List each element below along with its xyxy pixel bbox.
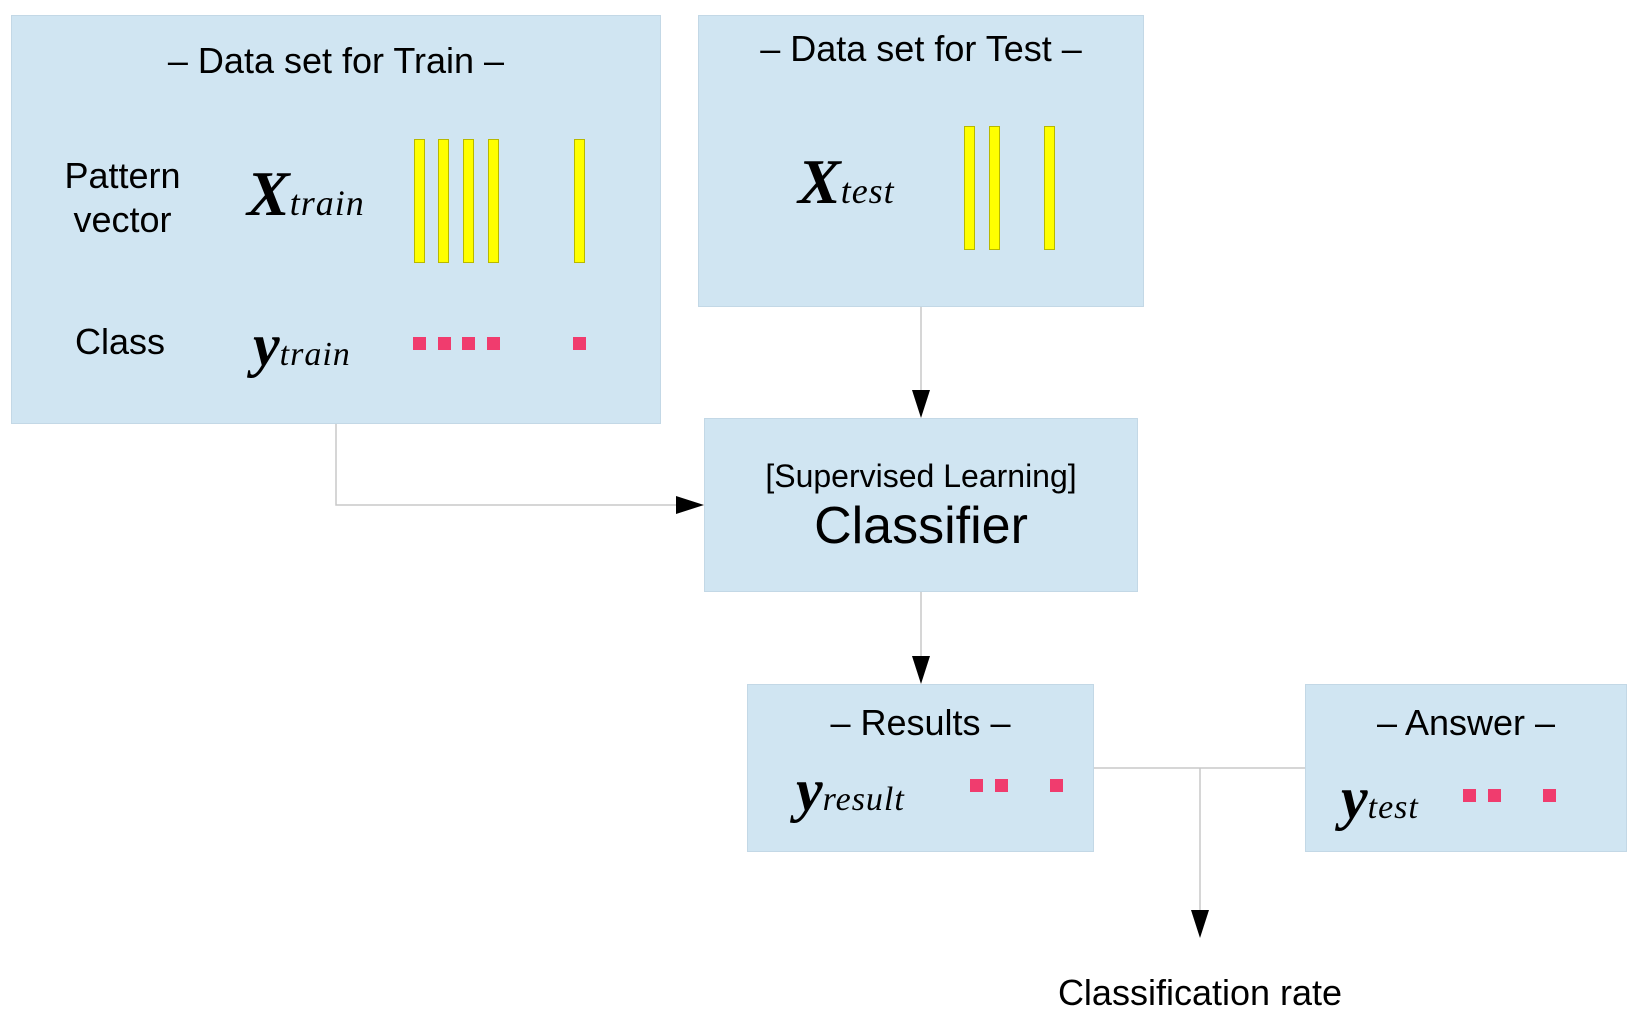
test-dataset-title: – Data set for Test – [760, 28, 1082, 69]
y-test-subscript: test [1367, 789, 1419, 826]
results-box [747, 684, 1094, 852]
train-pattern-bar [414, 139, 425, 263]
x-train-subscript: train [289, 183, 365, 223]
y-result-symbol: yresult [796, 760, 905, 820]
train-dataset-box [11, 15, 661, 424]
answer-class-marker [1488, 789, 1501, 802]
test-to-classifier-arrowhead [912, 390, 930, 418]
classifier-subtitle: [Supervised Learning] [765, 458, 1077, 494]
train-pattern-bar [488, 139, 499, 263]
y-result-subscript: result [822, 781, 905, 818]
classifier-to-results-arrowhead [912, 656, 930, 684]
test-pattern-bar [989, 126, 1000, 250]
test-pattern-bar [964, 126, 975, 250]
train-to-classifier-arrowhead [676, 496, 704, 514]
result-class-marker [995, 779, 1008, 792]
train-to-classifier-line [335, 424, 676, 506]
train-class-marker [487, 337, 500, 350]
test-pattern-bar [1044, 126, 1055, 250]
result-class-marker [1050, 779, 1063, 792]
pattern-vector-label-line2: vector [73, 199, 172, 240]
y-result-base: y [796, 757, 823, 823]
x-test-base: X [798, 146, 841, 217]
classifier-title: Classifier [814, 497, 1028, 555]
train-pattern-bar [438, 139, 449, 263]
y-test-base: y [1341, 765, 1368, 831]
join-to-rate-arrowhead [1191, 910, 1209, 938]
train-class-marker [438, 337, 451, 350]
x-test-symbol: Xtest [798, 150, 895, 214]
classifier-box [704, 418, 1138, 592]
train-class-marker [573, 337, 586, 350]
y-test-symbol: ytest [1341, 768, 1419, 828]
pattern-vector-label-line1: Pattern [64, 155, 181, 196]
test-dataset-box [698, 15, 1144, 307]
train-dataset-title: – Data set for Train – [167, 40, 505, 81]
x-test-subscript: test [840, 171, 895, 211]
answer-class-marker [1543, 789, 1556, 802]
y-train-symbol: ytrain [253, 315, 351, 375]
y-train-base: y [253, 312, 280, 378]
class-label: Class [74, 321, 166, 362]
train-pattern-bar [463, 139, 474, 263]
results-title: – Results – [830, 702, 1011, 743]
train-class-marker [413, 337, 426, 350]
x-train-base: X [247, 158, 290, 229]
train-class-marker [462, 337, 475, 350]
answer-title: – Answer – [1376, 702, 1556, 743]
y-train-subscript: train [279, 336, 351, 373]
classification-rate-label: Classification rate [1057, 972, 1343, 1013]
answer-box [1305, 684, 1627, 852]
x-train-symbol: Xtrain [247, 162, 365, 226]
train-pattern-bar [574, 139, 585, 263]
answer-class-marker [1463, 789, 1476, 802]
result-class-marker [970, 779, 983, 792]
